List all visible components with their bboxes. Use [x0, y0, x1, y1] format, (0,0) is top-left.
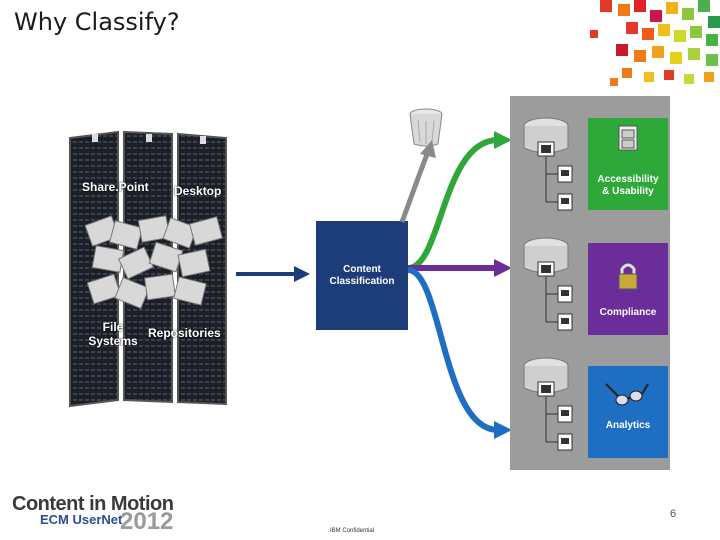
- analytics-tile: Analytics: [588, 366, 668, 458]
- slide-title: Why Classify?: [14, 8, 180, 36]
- sharepoint-label: Share.Point: [82, 180, 149, 194]
- glasses-icon: [605, 383, 649, 406]
- page-number: 6: [670, 508, 677, 520]
- desktop-label: Desktop: [174, 184, 222, 198]
- accessibility-usability-tile: Accessibility & Usability: [588, 118, 668, 210]
- accessibility-label-line2: & Usability: [602, 186, 654, 197]
- event-logo-title: Content in Motion: [12, 493, 174, 515]
- compliance-tile: Compliance: [588, 243, 668, 335]
- filing-cabinet-icon: [618, 125, 638, 151]
- repository-database-icon: [523, 357, 573, 451]
- content-classification-box: Content Classification: [316, 221, 408, 330]
- classifier-label-line1: Content: [343, 263, 381, 275]
- server-rack-icon: [69, 130, 227, 408]
- decorative-cubes-graphic: [590, 0, 720, 86]
- trash-bin-icon: [409, 108, 443, 147]
- repository-database-icon: [523, 237, 573, 331]
- event-logo-year: 2012: [120, 508, 174, 535]
- classification-flow-arrows: [399, 131, 512, 439]
- file-systems-label: File Systems: [88, 320, 138, 348]
- accessibility-label-line1: Accessibility: [597, 174, 659, 185]
- padlock-icon: [618, 263, 638, 290]
- event-logo-subtitle: ECM UserNet: [40, 512, 123, 527]
- classifier-label-line2: Classification: [329, 275, 395, 287]
- confidential-notice: IBM Confidential: [330, 528, 375, 534]
- repository-database-icon: [523, 117, 573, 211]
- server-racks-graphic: Share.Point Desktop File Systems Reposit…: [66, 128, 231, 408]
- arrow-right-icon: [236, 266, 310, 282]
- analytics-label: Analytics: [605, 420, 651, 431]
- repositories-label: Repositories: [148, 326, 221, 340]
- compliance-label: Compliance: [599, 307, 657, 318]
